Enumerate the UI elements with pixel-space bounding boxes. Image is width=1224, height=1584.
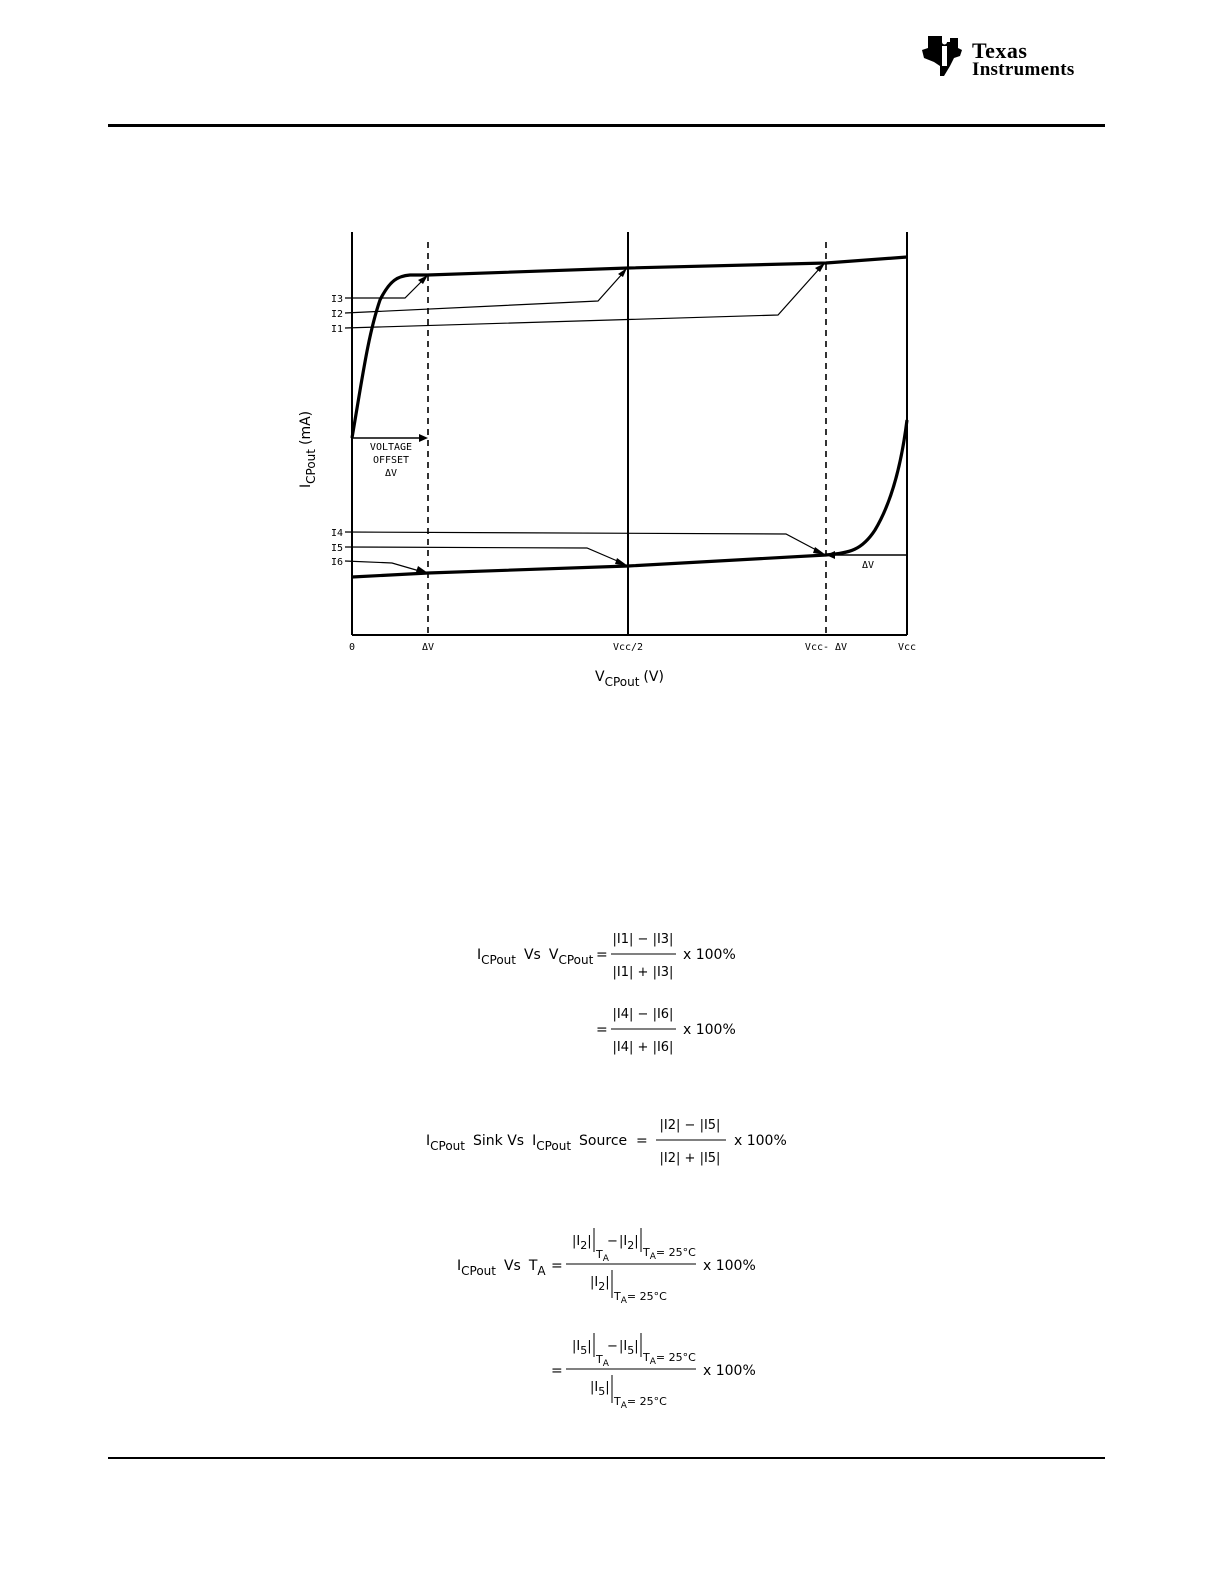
eq3b-times: x 100% (703, 1363, 756, 1379)
svg-text:TA: TA (595, 1353, 610, 1369)
eq3b-denominator: |I5| TA= 25°C (590, 1375, 667, 1411)
ti-emblem-icon (922, 36, 962, 76)
arrowhead-i4 (813, 547, 826, 555)
eq2-equals: = (636, 1133, 648, 1149)
eq1-numerator: |I1| − |I3| (613, 932, 674, 947)
voltage-offset-arrowhead (419, 434, 428, 442)
label-i4: I4 (331, 528, 343, 539)
eq1b-times: x 100% (683, 1022, 736, 1038)
arrowhead-i3 (418, 275, 428, 284)
svg-text:TA= 25°C: TA= 25°C (613, 1395, 667, 1411)
svg-text:|I5|: |I5| (590, 1380, 610, 1398)
eq1-times: x 100% (683, 947, 736, 963)
eq3-numerator: |I2| TA − |I2| TA= 25°C (572, 1228, 696, 1264)
label-i1: I1 (331, 324, 343, 335)
eq1-equals: = (596, 947, 608, 963)
x-tick-vcc-minus-dv: Vcc- ΔV (805, 642, 847, 653)
dv-right-label: ΔV (862, 560, 874, 571)
x-tick-vcc: Vcc (898, 642, 916, 653)
logo-line2: Instruments (972, 59, 1075, 80)
x-axis-title: VCPout(V) (595, 669, 664, 689)
icpout-figure: I3 I2 I1 I4 I5 I6 VOLTAGE OFFSET ΔV ΔV 0… (298, 232, 916, 689)
eq2-denominator: |I2| + |I5| (660, 1151, 721, 1166)
eq3-times: x 100% (703, 1258, 756, 1274)
arrowhead-i5 (615, 558, 628, 566)
eq2-numerator: |I2| − |I5| (660, 1118, 721, 1133)
svg-text:|I5|: |I5| (572, 1339, 592, 1357)
eq3-equals: = (551, 1258, 563, 1274)
dv-right-arrowhead (826, 551, 835, 559)
source-current-curve (350, 255, 908, 439)
eq1b-numerator: |I4| − |I6| (613, 1007, 674, 1022)
x-tick-vcc-half: Vcc/2 (613, 642, 643, 653)
footer-rule (108, 1457, 1105, 1459)
label-i6: I6 (331, 557, 343, 568)
eq1-denominator: |I1| + |I3| (613, 965, 674, 980)
eq2-times: x 100% (734, 1133, 787, 1149)
current-leaders-bottom (344, 531, 821, 573)
eq3-denominator: |I2| TA= 25°C (590, 1270, 667, 1306)
label-i5: I5 (331, 543, 343, 554)
svg-text:TA= 25°C: TA= 25°C (613, 1290, 667, 1306)
eq3b-numerator: |I5| TA − |I5| TA= 25°C (572, 1333, 696, 1369)
x-tick-0: 0 (349, 642, 355, 653)
offset-label-line2: OFFSET (373, 455, 409, 466)
svg-text:TA: TA (595, 1248, 610, 1264)
logo-line1: Texas (972, 38, 1028, 63)
arrowhead-i2 (618, 268, 627, 277)
svg-text:|I5|: |I5| (619, 1339, 639, 1357)
svg-text:−: − (607, 1234, 618, 1249)
y-axis-title: ICPout(mA) (298, 411, 318, 488)
svg-text:−: − (607, 1339, 618, 1354)
offset-label-line1: VOLTAGE (370, 442, 412, 453)
label-i2: I2 (331, 309, 343, 320)
svg-text:TA= 25°C: TA= 25°C (642, 1351, 696, 1367)
offset-label-line3: ΔV (385, 468, 397, 479)
label-i3: I3 (331, 294, 343, 305)
svg-text:|I2|: |I2| (590, 1275, 610, 1293)
eq1b-denominator: |I4| + |I6| (613, 1040, 674, 1055)
eq3b-equals: = (551, 1363, 563, 1379)
eq1b-equals: = (596, 1022, 608, 1038)
header-rule (108, 124, 1105, 127)
arrowhead-i6 (416, 566, 428, 573)
current-leaders-top (344, 267, 821, 329)
svg-text:|I2|: |I2| (619, 1234, 639, 1252)
svg-text:TA= 25°C: TA= 25°C (642, 1246, 696, 1262)
svg-text:|I2|: |I2| (572, 1234, 592, 1252)
x-tick-dv: ΔV (422, 642, 434, 653)
arrowhead-i1 (815, 263, 825, 272)
ti-logo: Texas Instruments (920, 32, 1110, 82)
